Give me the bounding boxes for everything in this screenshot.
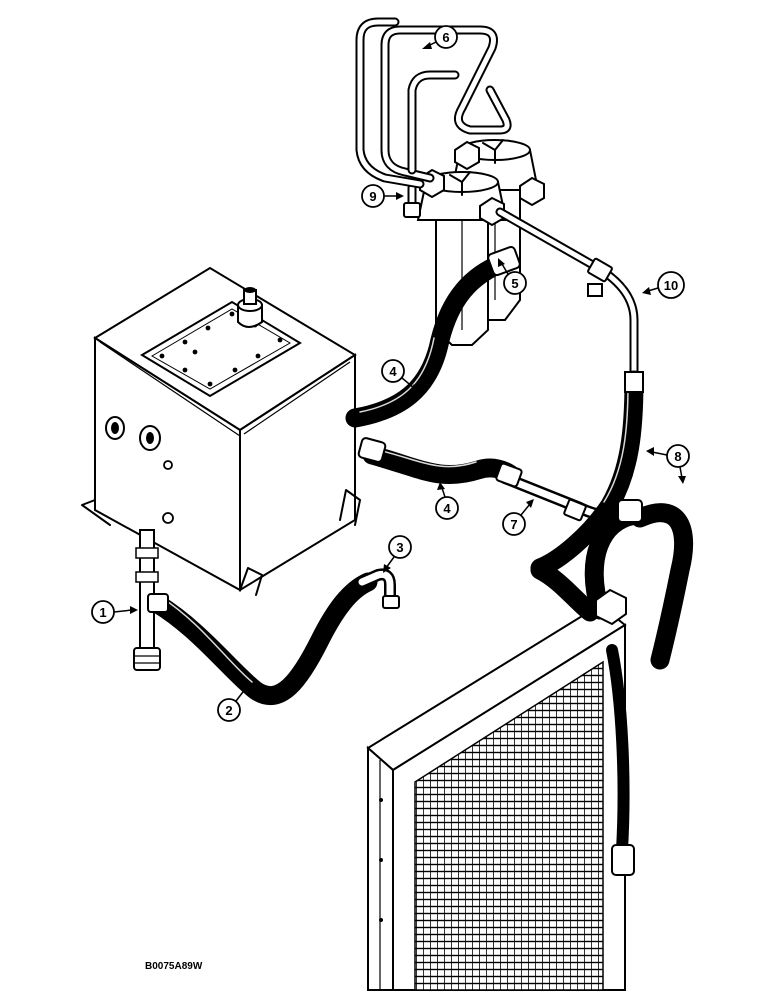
callout-6: 6 [422, 25, 458, 49]
oil-cooler [366, 603, 635, 991]
hoses [147, 246, 694, 705]
callout-number: 6 [442, 30, 449, 45]
callout-4-lower: 4 [435, 482, 459, 520]
callout-7: 7 [502, 499, 534, 536]
callout-number: 4 [443, 501, 451, 516]
callout-1: 1 [91, 600, 138, 624]
rigid-lines [355, 17, 639, 523]
callout-number: 8 [674, 449, 681, 464]
callout-5: 5 [498, 258, 527, 295]
reference-code: B0075A89W [145, 961, 203, 972]
callout-number: 2 [225, 703, 232, 718]
callout-number: 7 [510, 517, 517, 532]
callout-number: 10 [664, 278, 678, 293]
callout-number: 3 [396, 540, 403, 555]
callout-4-upper: 4 [381, 359, 419, 392]
callout-number: 5 [511, 276, 518, 291]
callout-3: 3 [383, 535, 412, 573]
callout-9: 9 [361, 184, 404, 208]
callout-number: 9 [369, 189, 376, 204]
callout-10: 10 [642, 271, 685, 299]
hydraulic-tank [81, 266, 361, 671]
callout-8: 8 [646, 444, 690, 484]
callout-number: 4 [389, 364, 397, 379]
filter-assembly [403, 139, 545, 346]
callout-number: 1 [99, 605, 106, 620]
callout-2: 2 [217, 683, 250, 722]
